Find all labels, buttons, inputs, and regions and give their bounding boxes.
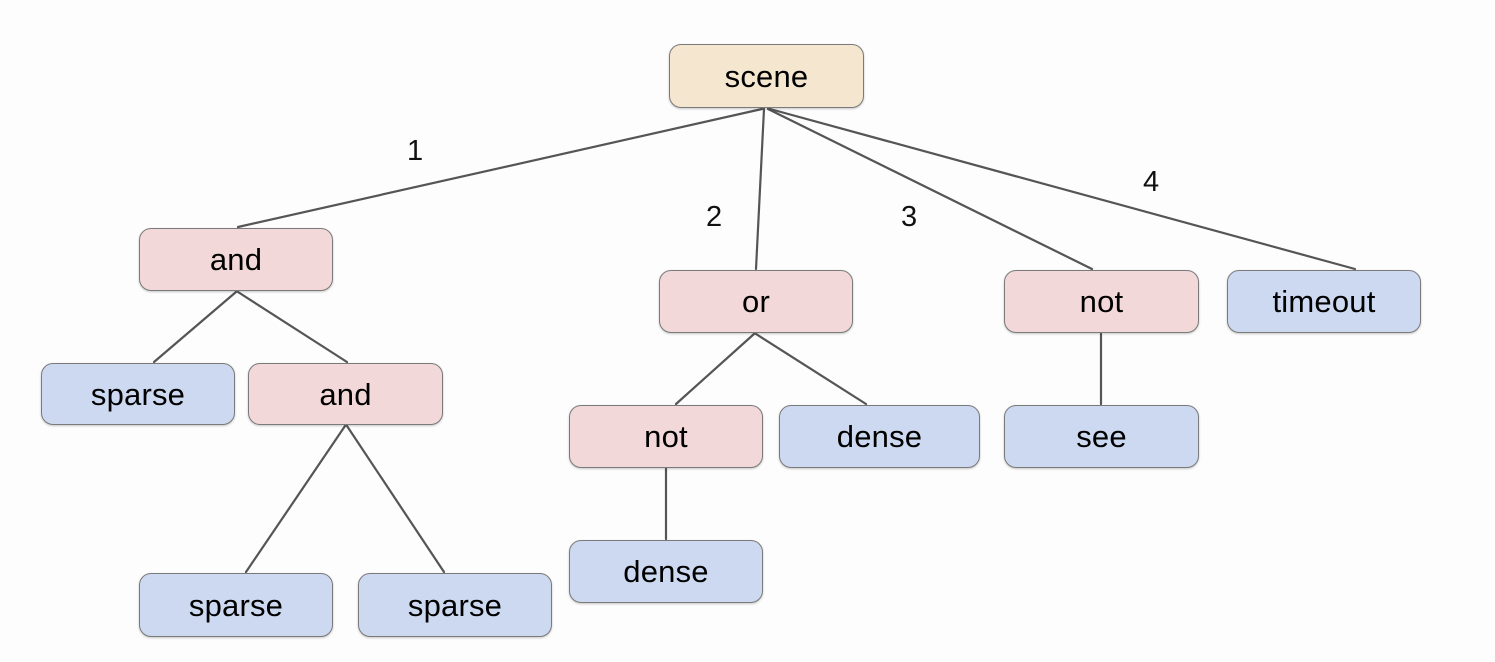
tree-edge: [766, 107, 1094, 271]
tree-edge: [244, 424, 347, 574]
tree-node-label: and: [319, 376, 372, 412]
tree-edge: [152, 290, 238, 364]
tree-node-label: see: [1076, 419, 1127, 454]
tree-node-or1[interactable]: or: [659, 270, 853, 333]
tree-node-label: not: [1079, 284, 1124, 319]
tree-node-label: sparse: [407, 587, 503, 623]
tree-node-label: scene: [724, 58, 809, 94]
edge-label-3: 3: [901, 201, 918, 233]
tree-edge: [674, 332, 756, 406]
tree-edge: [768, 107, 1357, 271]
tree-edge: [754, 332, 868, 406]
tree-node-not2[interactable]: not: [569, 405, 763, 468]
tree-node-label: dense: [623, 554, 709, 589]
tree-node-and2[interactable]: and: [248, 363, 443, 425]
edge-label-1: 1: [407, 135, 424, 167]
tree-node-label: sparse: [90, 376, 186, 412]
tree-node-see1[interactable]: see: [1004, 405, 1199, 468]
tree-node-label: or: [742, 284, 770, 319]
tree-node-timeout1[interactable]: timeout: [1227, 270, 1421, 333]
tree-node-scene[interactable]: scene: [669, 44, 864, 108]
tree-node-not1[interactable]: not: [1004, 270, 1199, 333]
edge-label-2: 2: [706, 201, 723, 233]
tree-edge: [754, 107, 766, 271]
tree-node-sparse1[interactable]: sparse: [41, 363, 235, 425]
tree-node-sparse2[interactable]: sparse: [139, 573, 333, 637]
tree-node-label: not: [644, 419, 688, 454]
tree-node-dense2[interactable]: dense: [569, 540, 763, 603]
tree-node-label: sparse: [188, 587, 284, 623]
tree-node-label: and: [209, 242, 263, 277]
tree-node-sparse3[interactable]: sparse: [358, 573, 552, 637]
tree-edge: [236, 290, 349, 364]
tree-node-and1[interactable]: and: [139, 228, 333, 291]
edge-label-4: 4: [1143, 166, 1160, 198]
tree-node-dense1[interactable]: dense: [779, 405, 980, 468]
tree-edge: [236, 107, 764, 229]
tree-node-label: dense: [836, 419, 923, 454]
tree-node-label: timeout: [1272, 284, 1376, 319]
tree-edge: [345, 424, 446, 574]
